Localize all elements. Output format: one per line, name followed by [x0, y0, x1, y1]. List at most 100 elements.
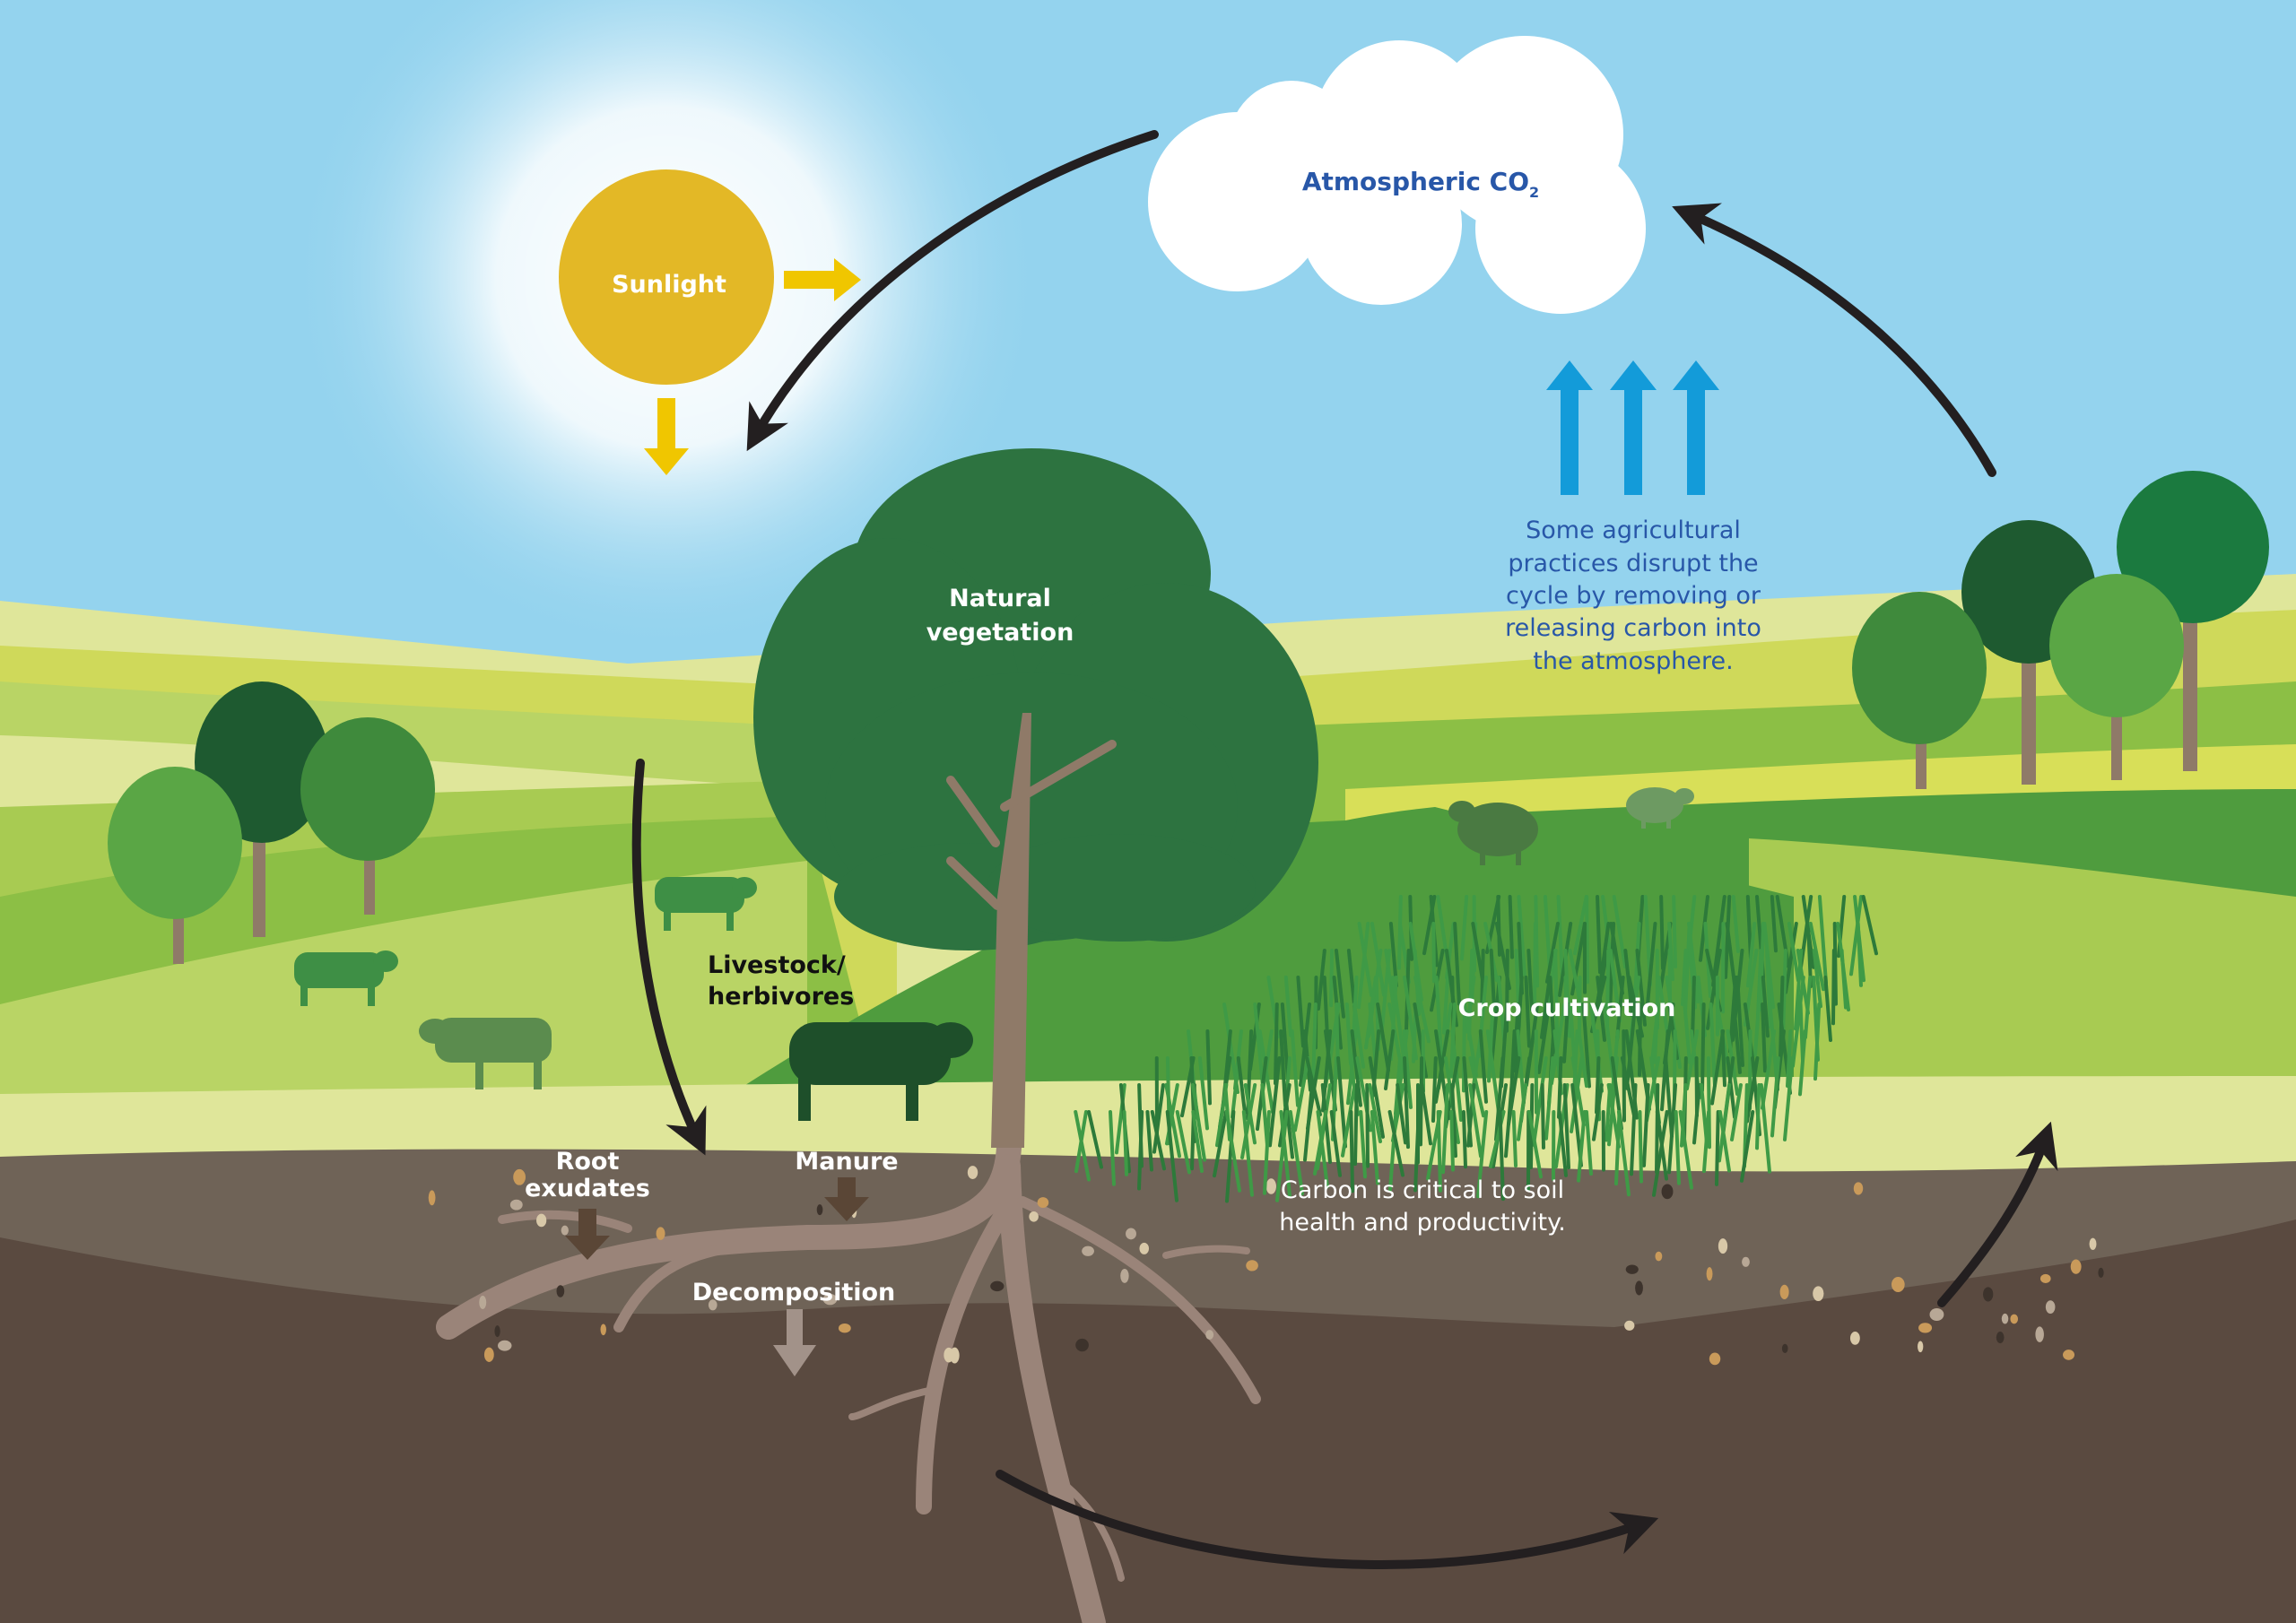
- soil-particle: [1265, 1178, 1276, 1194]
- soil-particle: [1996, 1332, 2005, 1344]
- crop-blade: [1728, 976, 1738, 1054]
- crop-blade: [1540, 976, 1552, 1039]
- crop-blade: [1839, 949, 1848, 1010]
- crop-blade: [1609, 922, 1624, 995]
- crop-blade: [1350, 1029, 1362, 1107]
- crop-blade: [1615, 976, 1625, 1042]
- crop-blade: [1784, 922, 1798, 994]
- crop-blade: [1715, 1110, 1720, 1186]
- atmospheric-co2-label: Atmospheric CO2: [1302, 167, 1539, 201]
- crop-blade: [1770, 895, 1778, 953]
- soil-particle: [1918, 1341, 1924, 1353]
- soil-particle: [1779, 1284, 1789, 1299]
- crop-blade: [1578, 976, 1582, 1037]
- crop-blade: [1664, 1056, 1674, 1139]
- crop-blade: [1759, 1083, 1771, 1174]
- crop-blade: [1402, 1029, 1413, 1109]
- crop-blade: [1625, 1002, 1638, 1090]
- crop-blade: [1191, 1083, 1206, 1162]
- crop-blade: [1517, 895, 1526, 976]
- crop-blade: [1556, 895, 1564, 980]
- crop-blade: [1150, 1110, 1166, 1171]
- soil-text: Carbon is critical to soil: [1281, 1176, 1564, 1204]
- soil-particle: [1624, 1320, 1635, 1331]
- crop-blade: [1431, 922, 1436, 984]
- soil-particle: [1037, 1197, 1049, 1209]
- root-exudates-arrow-icon: [565, 1209, 610, 1260]
- crop-blade: [1687, 922, 1700, 1004]
- crop-blade: [1283, 1083, 1294, 1159]
- soil-particle: [708, 1299, 718, 1311]
- crop-blade: [1413, 976, 1431, 1044]
- manure-label: Manure: [795, 1148, 898, 1176]
- disrupt-text-line: releasing carbon into: [1505, 614, 1761, 642]
- crop-blade: [1431, 1056, 1438, 1124]
- soil-particle: [2063, 1350, 2075, 1360]
- crop-blade: [1731, 895, 1740, 953]
- cycle-arrows: [631, 130, 2058, 1569]
- crop-blade: [1074, 1110, 1091, 1182]
- crop-blade: [1786, 1029, 1793, 1089]
- crop-blade: [1685, 1029, 1700, 1091]
- crop-blade: [1620, 1056, 1636, 1118]
- crop-blade: [1622, 1029, 1626, 1123]
- carbon-release-arrows: [1546, 360, 1719, 495]
- crop-blade: [1659, 895, 1665, 970]
- crop-blade: [1241, 1110, 1254, 1197]
- soil-text: health and productivity.: [1279, 1209, 1566, 1237]
- crop-blade: [1570, 1056, 1586, 1127]
- crop-blade: [1175, 1110, 1191, 1175]
- crop-blade: [1709, 1002, 1717, 1088]
- crop-blade: [1861, 895, 1878, 956]
- soil-particle: [2039, 1273, 2051, 1283]
- crop-blade: [1357, 922, 1370, 1010]
- crop-blade: [1557, 1110, 1568, 1177]
- crop-blade: [1812, 949, 1822, 1009]
- crop-blade: [1419, 1056, 1424, 1147]
- crop-blade: [1804, 976, 1813, 1040]
- crop-blade: [1732, 1002, 1742, 1074]
- soil-particle: [2035, 1326, 2044, 1342]
- crop-blade: [1191, 1110, 1204, 1173]
- crop-blade: [1478, 1029, 1488, 1104]
- crop-blade: [1572, 1029, 1579, 1097]
- crop-blade: [1109, 1110, 1116, 1186]
- crop-blade: [1387, 1002, 1403, 1067]
- soil-particle: [1205, 1330, 1214, 1340]
- disrupt-text-line: cycle by removing or: [1506, 582, 1761, 610]
- crop-blade: [1387, 1110, 1405, 1177]
- crop-blade: [1672, 895, 1677, 969]
- crop-blade: [1592, 1083, 1604, 1141]
- crop-blade: [1353, 1083, 1359, 1167]
- crop-blade: [1730, 1083, 1743, 1141]
- crop-blade: [1781, 949, 1787, 1040]
- crop-blade: [1225, 1110, 1236, 1203]
- crop-blade: [1213, 1110, 1229, 1178]
- crop-blade: [1352, 1002, 1365, 1069]
- crop-blade: [1137, 1110, 1144, 1191]
- soil-particle: [822, 1293, 838, 1306]
- disrupt-text: Some agricultural practices disrupt the …: [1505, 516, 1761, 675]
- crop-blade: [1368, 1056, 1385, 1139]
- crop-blade: [1681, 949, 1688, 1007]
- soil-particle: [2010, 1314, 2019, 1324]
- crop-blade: [1577, 1110, 1587, 1183]
- disrupt-text-line: practices disrupt the: [1508, 550, 1758, 577]
- crop-blade: [1526, 1110, 1543, 1179]
- crop-blade: [1359, 1110, 1367, 1179]
- crop-blade: [1720, 1029, 1726, 1088]
- crop-blade: [1516, 1029, 1526, 1105]
- crop-blade: [1753, 976, 1763, 1057]
- soil-particle: [483, 1347, 494, 1362]
- crop-blade: [1283, 976, 1292, 1037]
- crop-blade: [1388, 922, 1398, 988]
- crop-blade: [1336, 1056, 1347, 1149]
- sheep-icon: [1448, 801, 1538, 865]
- soil-particle: [536, 1213, 547, 1228]
- crop-blade: [1562, 1083, 1570, 1170]
- crop-cultivation-label: Crop cultivation: [1458, 994, 1676, 1022]
- crop-blade: [1280, 1002, 1290, 1081]
- crop-blade: [1798, 1029, 1807, 1097]
- crop-blade: [1497, 976, 1506, 1042]
- soil-particle: [1781, 1343, 1788, 1354]
